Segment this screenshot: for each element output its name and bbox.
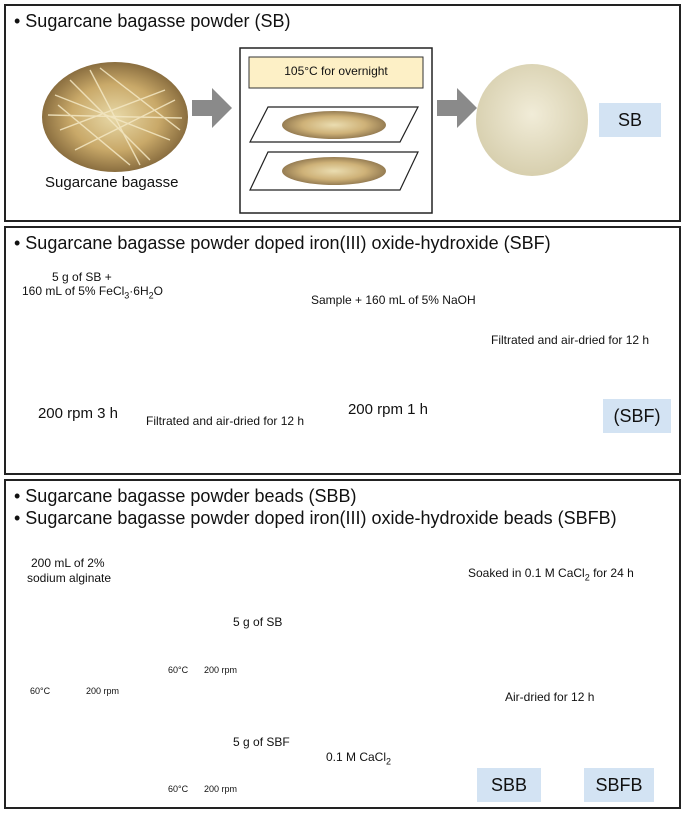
sbb-result-label: SBB [477, 768, 541, 802]
mix-line1: 5 g of SB + [52, 270, 112, 284]
panel-beads-title2: • Sugarcane bagasse powder doped iron(II… [14, 508, 617, 528]
sb-rpm: 200 rpm [204, 665, 238, 675]
sbfb-result-label: SBFB [584, 768, 654, 802]
airdried-label: Air-dried for 12 h [505, 690, 595, 704]
sbf-temp: 60°C [168, 784, 189, 794]
bagasse-caption: Sugarcane bagasse [45, 174, 179, 191]
panel-beads-title1: • Sugarcane bagasse powder beads (SBB) [14, 486, 357, 506]
stirrer2-display: 200 rpm 1 h [347, 401, 429, 418]
sb-result-label: SB [599, 103, 661, 137]
arrow-2 [437, 88, 477, 128]
stirrer1-display: 200 rpm 3 h [37, 405, 119, 422]
sb-amount: 5 g of SB [233, 615, 283, 629]
sb-temp: 60°C [168, 665, 189, 675]
oven-frame [239, 47, 433, 214]
panel-sbf [4, 226, 681, 475]
alginate-line1: 200 mL of 2% [31, 556, 105, 570]
sbf-result-label: (SBF) [603, 399, 671, 433]
filtrate1-label: Filtrated and air-dried for 12 h [146, 414, 305, 428]
filtrate2-label: Filtrated and air-dried for 12 h [491, 333, 650, 347]
sbf-rpm: 200 rpm [204, 784, 238, 794]
oven-label: 105°C for overnight [284, 64, 388, 78]
panel-beads [4, 479, 681, 809]
bagasse-photo [42, 62, 188, 172]
panel-sbf-title: • Sugarcane bagasse powder doped iron(II… [14, 233, 551, 253]
alginate-rpm: 200 rpm [86, 686, 120, 696]
soaked-label: Soaked in 0.1 M CaCl2 for 24 h [468, 566, 634, 583]
sb-powder-dish [476, 64, 588, 176]
cacl2-label: 0.1 M CaCl2 [326, 750, 392, 767]
alginate-temp: 60°C [30, 686, 51, 696]
sbf-amount: 5 g of SBF [233, 735, 290, 749]
panel-sb-title: • Sugarcane bagasse powder (SB) [14, 11, 291, 31]
naoh-label: Sample + 160 mL of 5% NaOH [311, 293, 476, 307]
alginate-line2: sodium alginate [27, 571, 112, 585]
mix-line2: 160 mL of 5% FeCl3·6H2O [22, 284, 163, 301]
arrow-1 [192, 88, 232, 128]
